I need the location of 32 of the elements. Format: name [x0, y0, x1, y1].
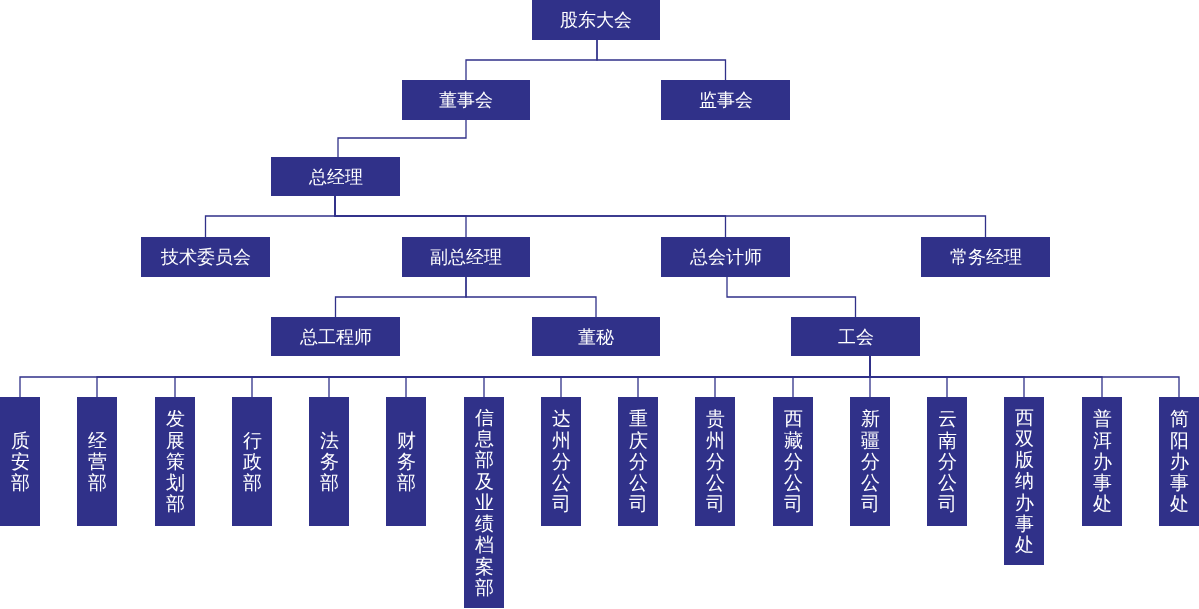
department-box: 贵州分公司: [695, 397, 735, 526]
position-box: 总经理: [271, 157, 400, 196]
connector-line: [596, 39, 727, 81]
department-box: 普洱办事处: [1082, 397, 1122, 526]
department-box: 发展策划部: [155, 397, 195, 526]
department-box: 质安部: [0, 397, 40, 526]
department-box: 经营部: [77, 397, 117, 526]
department-box: 行政部: [232, 397, 272, 526]
connector-line: [465, 276, 597, 318]
department-box: 信息部及业绩档案部: [464, 397, 504, 608]
position-box: 技术委员会: [141, 237, 270, 277]
department-box: 法务部: [309, 397, 349, 526]
department-box: 重庆分公司: [618, 397, 658, 526]
position-box: 股东大会: [532, 0, 660, 40]
connector-line: [337, 119, 467, 158]
position-box: 总会计师: [661, 237, 790, 277]
position-box: 董事会: [402, 80, 530, 120]
department-box: 简阳办事处: [1159, 397, 1199, 526]
department-box: 云南分公司: [927, 397, 967, 526]
department-box: 财务部: [386, 397, 426, 526]
department-box: 达州分公司: [541, 397, 581, 526]
connector-line: [726, 276, 857, 318]
department-box: 新疆分公司: [850, 397, 890, 526]
position-box: 副总经理: [402, 237, 530, 277]
connector-line: [334, 195, 987, 238]
department-box: 西双版纳办事处: [1004, 397, 1044, 565]
position-box: 工会: [791, 317, 920, 356]
position-box: 董秘: [532, 317, 660, 356]
position-box: 监事会: [661, 80, 790, 120]
position-box: 总工程师: [271, 317, 400, 356]
position-box: 常务经理: [921, 237, 1050, 277]
department-box: 西藏分公司: [773, 397, 813, 526]
